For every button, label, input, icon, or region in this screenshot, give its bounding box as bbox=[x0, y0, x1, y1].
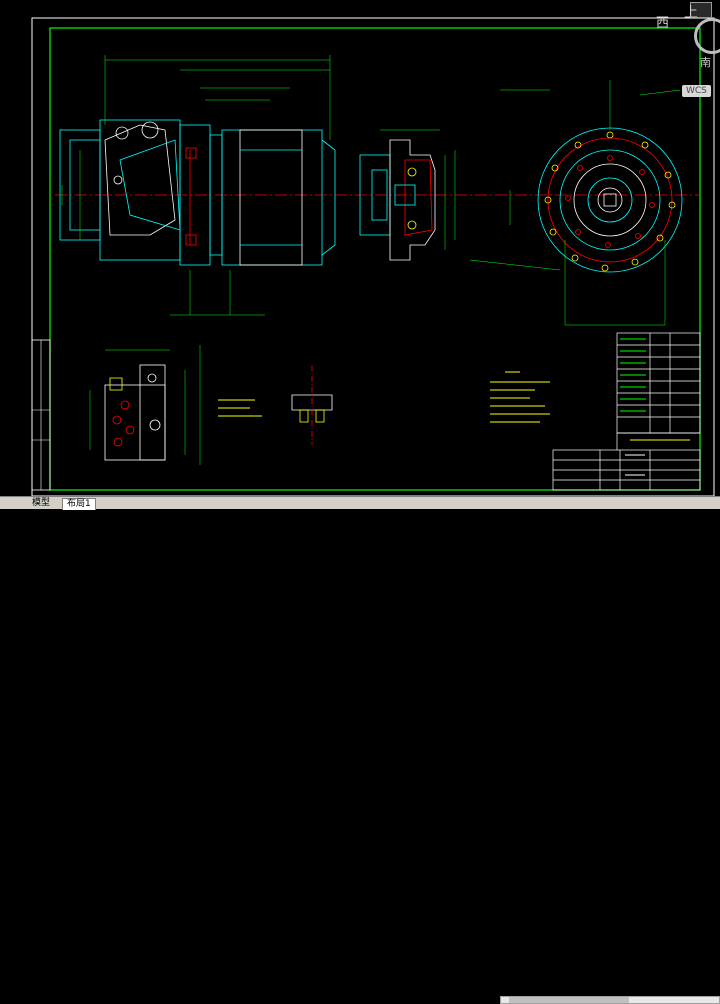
motor-dimensions bbox=[61, 55, 331, 316]
inner-holes bbox=[565, 155, 655, 248]
title-block-text bbox=[620, 338, 690, 476]
bolt-holes bbox=[544, 131, 676, 272]
flange-section-view bbox=[359, 139, 436, 261]
detail-view-a bbox=[104, 364, 166, 461]
cad-drawing[interactable] bbox=[0, 0, 720, 496]
technical-notes bbox=[490, 371, 550, 423]
sheet-border-inner bbox=[49, 27, 701, 491]
left-notes bbox=[218, 399, 262, 417]
sheet-border-outer bbox=[31, 17, 715, 496]
viewcube-ring[interactable] bbox=[694, 18, 720, 54]
viewcube-face[interactable] bbox=[690, 2, 712, 18]
viewcube-top-label[interactable]: 上 bbox=[684, 5, 698, 21]
title-block bbox=[552, 332, 701, 491]
section-detail bbox=[291, 365, 333, 445]
viewcube-icon[interactable]: 西 上 南 WCS bbox=[646, 2, 720, 102]
horizontal-scrollbar[interactable] bbox=[500, 996, 720, 1004]
tab-layout1[interactable]: 布局1 bbox=[62, 498, 96, 510]
layout-tab-bar: 模型 布局1 bbox=[0, 496, 720, 1004]
scrollbar-thumb[interactable] bbox=[509, 997, 629, 1003]
end-view-dimensions bbox=[469, 80, 681, 326]
flange-dimensions bbox=[380, 129, 456, 250]
viewcube-west-label[interactable]: 西 bbox=[656, 16, 670, 31]
tab-model[interactable]: 模型 bbox=[32, 498, 51, 508]
motor-side-view bbox=[59, 119, 336, 266]
flange-end-view bbox=[537, 127, 683, 273]
detail-dimensions bbox=[89, 345, 201, 465]
drawing-viewport[interactable]: 西 上 南 WCS bbox=[0, 0, 720, 496]
wcs-icon[interactable]: WCS bbox=[682, 85, 711, 97]
viewcube-south-label[interactable]: 南 bbox=[700, 56, 711, 69]
